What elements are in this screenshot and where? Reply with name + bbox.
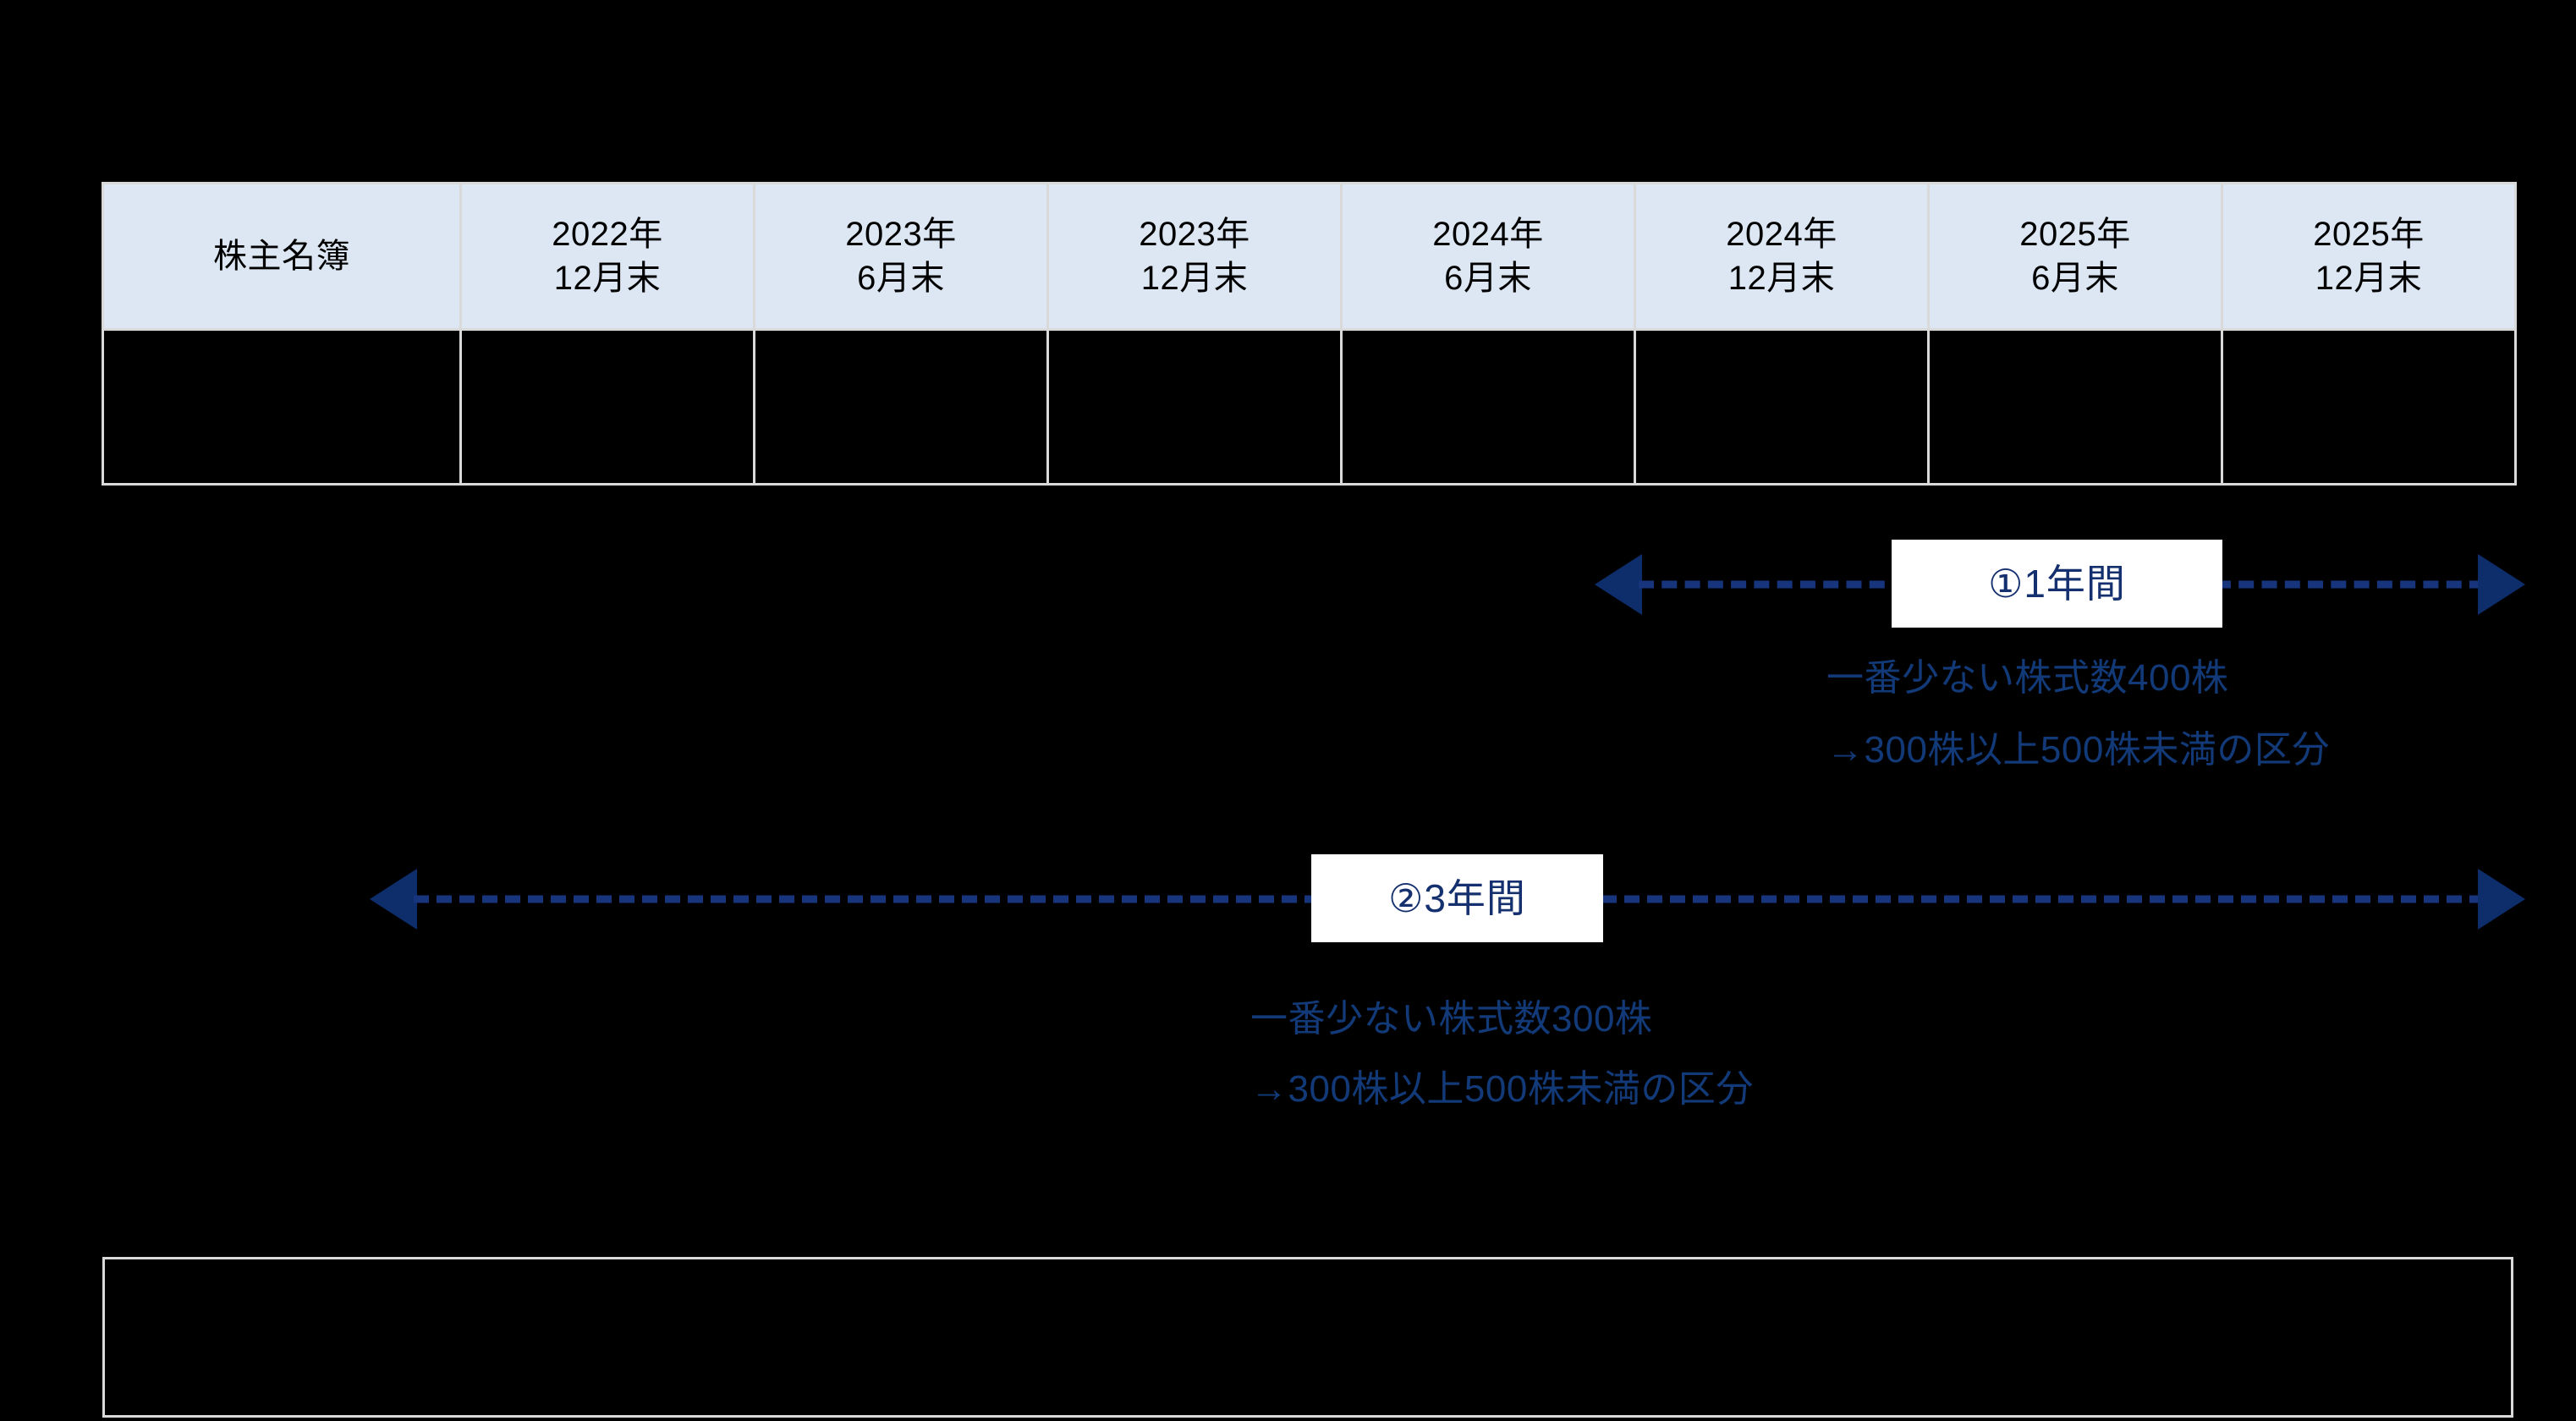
arrow-head-left-icon — [370, 869, 417, 930]
arrow-head-left-icon — [1595, 554, 1642, 615]
arrow-head-right-icon — [2478, 869, 2525, 930]
note-1year-line-2: →300株以上500株未満の区分 — [1826, 729, 2330, 771]
header-line-1: 2024年 — [1432, 216, 1544, 253]
table-header-cell-2025-12: 2025年 12月末 — [2221, 182, 2517, 331]
header-line-2: 12月末 — [1727, 260, 1836, 297]
span-label-1year: ①1年間 — [1892, 540, 2222, 628]
table-header-cell-2025-06: 2025年 6月末 — [1927, 182, 2223, 331]
table-cell — [1634, 328, 1930, 486]
shareholder-register-table: 株主名簿 2022年 12月末 2023年 6月末 2023年 12月末 202… — [102, 182, 2517, 486]
table-header-row: 株主名簿 2022年 12月末 2023年 6月末 2023年 12月末 202… — [102, 182, 2517, 331]
span-label-3year: ②3年間 — [1311, 854, 1603, 942]
note-1year-line-1: 一番少ない株式数400株 — [1826, 657, 2229, 699]
table-header-cell-2023-06: 2023年 6月末 — [753, 182, 1049, 331]
table-cell — [459, 328, 755, 486]
header-line-1: 2023年 — [845, 216, 957, 253]
header-line-1: 2022年 — [552, 216, 663, 253]
header-line-1: 2025年 — [2019, 216, 2131, 253]
header-line-2: 6月末 — [2031, 260, 2119, 297]
table-header-cell-2024-06: 2024年 6月末 — [1340, 182, 1636, 331]
table-header-cell-2024-12: 2024年 12月末 — [1634, 182, 1930, 331]
table-row — [102, 328, 2517, 486]
header-line-2: 6月末 — [1444, 260, 1532, 297]
header-line-2: 12月末 — [1140, 260, 1249, 297]
table-cell — [102, 328, 462, 486]
header-line-2: 12月末 — [2315, 260, 2423, 297]
header-line-2: 6月末 — [857, 260, 945, 297]
bottom-note-box — [102, 1257, 2513, 1418]
header-line-1: 株主名簿 — [213, 238, 350, 275]
header-line-1: 2025年 — [2313, 216, 2425, 253]
table-header-cell-2022-12: 2022年 12月末 — [459, 182, 755, 331]
table-header-cell-register: 株主名簿 — [102, 182, 462, 331]
note-3year-line-1: 一番少ない株式数300株 — [1250, 998, 1653, 1040]
table-cell — [1046, 328, 1343, 486]
table-cell — [753, 328, 1049, 486]
table-cell — [1340, 328, 1636, 486]
table-cell — [2221, 328, 2517, 486]
note-3year-line-2: →300株以上500株未満の区分 — [1250, 1068, 1754, 1110]
header-line-2: 12月末 — [553, 260, 662, 297]
arrow-head-right-icon — [2478, 554, 2525, 615]
header-line-1: 2024年 — [1726, 216, 1837, 253]
table-cell — [1927, 328, 2223, 486]
table-header-cell-2023-12: 2023年 12月末 — [1046, 182, 1343, 331]
header-line-1: 2023年 — [1139, 216, 1250, 253]
